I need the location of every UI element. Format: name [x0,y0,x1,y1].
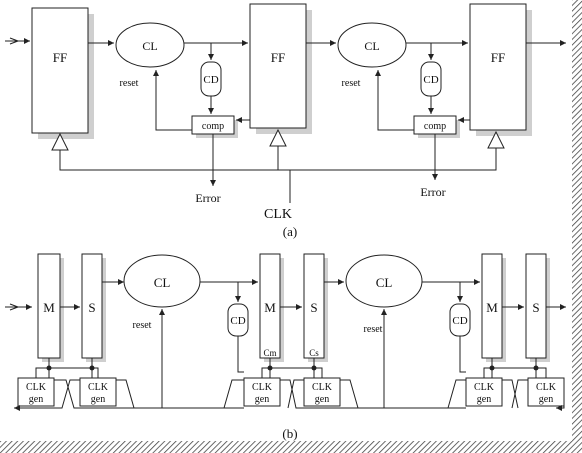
clk-gen-4: CLK gen [303,377,341,407]
cl-b1-label: CL [154,275,171,290]
cd-b1-label: CD [230,315,245,327]
svg-text:gen: gen [539,394,553,405]
svg-text:CLK: CLK [252,382,273,393]
svg-text:gen: gen [29,394,43,405]
m1-label: M [43,300,55,315]
cm-label: Cm [263,348,276,358]
clk-gen-2: CLK gen [79,377,117,407]
svg-text:gen: gen [315,394,329,405]
ff3-label: FF [491,50,505,65]
error-label-1: Error [195,191,220,205]
ff2-label: FF [271,50,285,65]
clk-gen-1: CLK gen [17,377,55,407]
cl1-label: CL [142,39,157,53]
combinational-logic-b2 [345,254,423,308]
combinational-logic-2 [337,22,407,68]
cs-label: Cs [309,348,319,358]
reset-label-2: reset [342,78,361,89]
clk-gen-6: CLK gen [527,377,565,407]
reset-label-b1: reset [133,320,152,331]
figure-b: M S CL reset CD M Cm S Cs CL reset [5,253,566,441]
cd1-label: CD [203,74,218,86]
svg-text:gen: gen [91,394,105,405]
combinational-logic-b1 [123,254,201,308]
flip-flop-1 [31,7,89,134]
cl-b2-label: CL [376,275,393,290]
caption-a: (a) [283,224,297,239]
ff1-label: FF [53,50,67,65]
right-border-hatch [572,0,582,453]
s3-label: S [532,300,539,315]
clock-crossings [14,379,565,411]
clk-gen-5: CLK gen [465,377,503,407]
bottom-border-hatch [0,441,582,453]
reset-label-b2: reset [364,324,383,335]
reset-label-1: reset [120,78,139,89]
svg-text:CLK: CLK [536,382,557,393]
comp1-label: comp [202,121,224,132]
clk-label: CLK [264,207,292,222]
m2-label: M [264,300,276,315]
svg-text:gen: gen [255,394,269,405]
cd-b2-label: CD [452,315,467,327]
comp2-label: comp [424,121,446,132]
flip-flop-2 [249,3,307,129]
m3-label: M [486,300,498,315]
svg-text:CLK: CLK [474,382,495,393]
caption-b: (b) [282,426,297,441]
svg-text:CLK: CLK [312,382,333,393]
combinational-logic-1 [115,22,185,68]
svg-text:CLK: CLK [26,382,47,393]
svg-text:CLK: CLK [88,382,109,393]
error-label-2: Error [420,185,445,199]
flip-flop-3 [469,3,527,131]
s2-label: S [310,300,317,315]
cd2-label: CD [423,74,438,86]
clock-taps [35,358,547,378]
svg-text:gen: gen [477,394,491,405]
clk-gen-3: CLK gen [243,377,281,407]
s1-label: S [88,300,95,315]
cl2-label: CL [364,39,379,53]
figure-a: FF FF FF CL reset CD comp Error CL [5,3,566,239]
